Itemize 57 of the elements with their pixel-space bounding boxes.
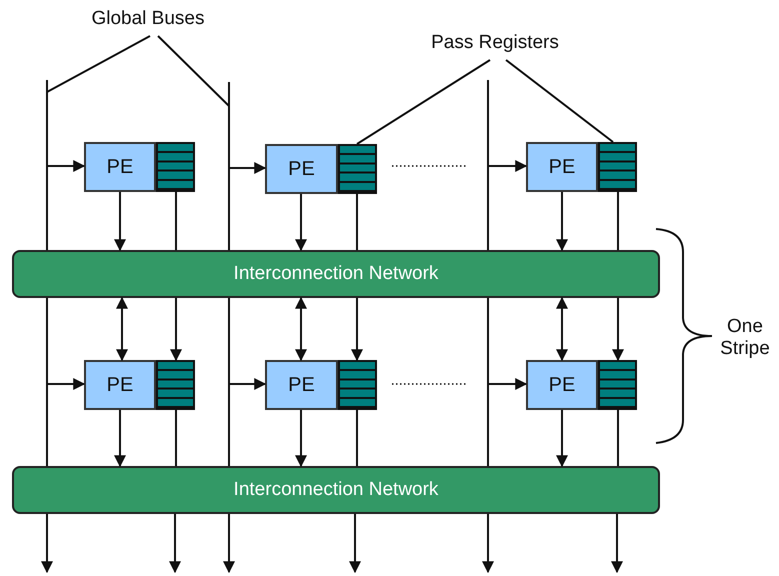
callout-label: Pass Registers [420,30,570,56]
connector-line [175,410,177,466]
arrow [114,410,126,468]
process-box: PE [84,360,156,410]
arrow [612,298,624,362]
connector-line [175,192,177,250]
connector-line [356,194,358,250]
arrow [223,514,235,574]
process-box: PE [526,360,598,410]
callout-label: Global Buses [78,6,218,32]
arrow [169,514,181,574]
arrow [41,514,53,574]
leader-line [505,59,614,143]
bus-line [487,80,489,250]
leader-line [356,59,491,145]
double-arrow [116,296,128,362]
bracket-label: One Stripe [719,316,771,360]
process-box: PE [265,360,338,410]
arrow [295,410,307,468]
arrow [351,298,363,362]
connector-line [617,410,619,466]
bus-line [46,80,48,250]
leader-line [157,35,230,107]
arrow [170,298,182,362]
bus-line [228,298,230,466]
arrow [295,194,307,252]
bus-line [487,298,489,466]
arrow [556,410,568,468]
process-box: PE [526,142,598,192]
register-stack [598,142,637,192]
arrow [114,192,126,252]
arrow [489,378,528,390]
register-stack [338,144,377,194]
process-box: PE [84,142,156,192]
arrow [482,514,494,574]
double-arrow [556,296,568,362]
bus-line [46,298,48,466]
arrow [230,162,266,174]
register-stack [156,360,195,410]
bus-line [228,82,230,250]
arrow [48,160,86,172]
connector-line [356,410,358,466]
network-bar: Interconnection Network [12,466,660,514]
connector-line [617,192,619,250]
leader-line [46,35,150,93]
process-box: PE [265,144,338,194]
double-arrow [295,296,307,362]
arrow [230,378,266,390]
arrow [611,514,623,574]
register-stack [598,360,637,410]
network-bar: Interconnection Network [12,250,660,298]
arrow [556,192,568,252]
register-stack [156,142,195,192]
arrow [489,160,528,172]
arrow [349,514,361,574]
arrow [48,378,86,390]
register-stack [338,360,377,410]
